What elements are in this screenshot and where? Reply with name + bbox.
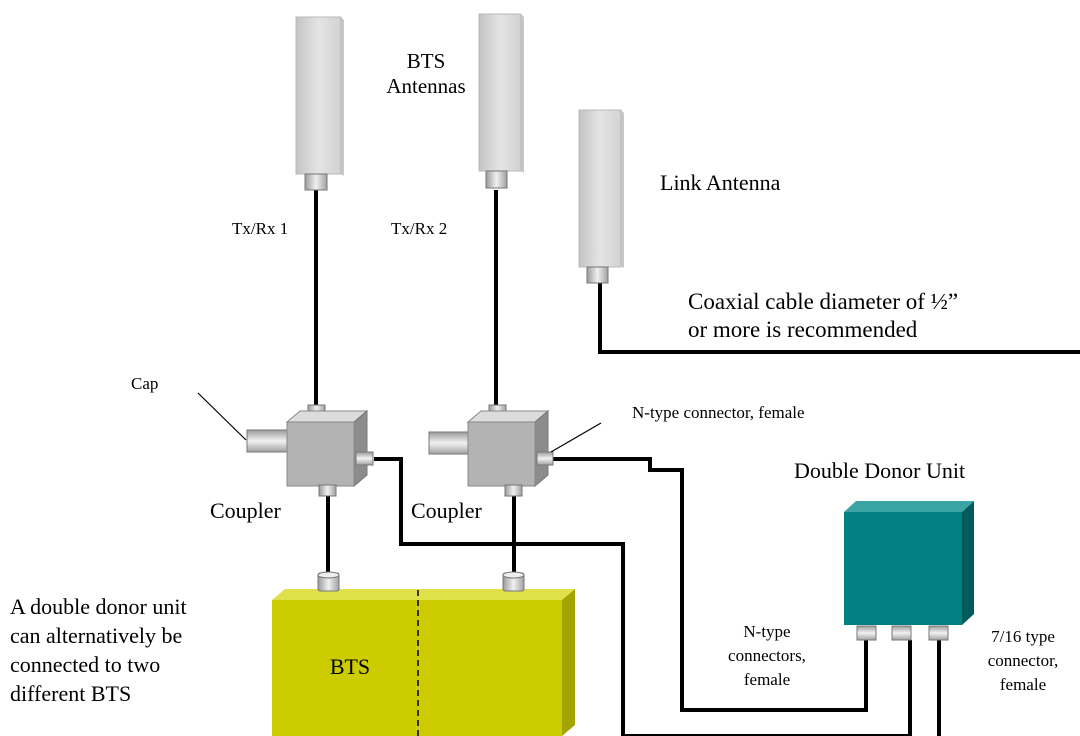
n-type-connectors-line: connectors, — [728, 646, 806, 665]
double-donor-unit — [844, 501, 974, 641]
txrx2-label: Tx/Rx 2 — [391, 219, 448, 238]
cable-link-antenna — [598, 283, 1080, 354]
bts-box — [272, 571, 575, 736]
coupler-2-label: Coupler — [411, 498, 482, 523]
link-antenna-label: Link Antenna — [660, 170, 781, 195]
n-type-connectors-line: N-type — [743, 622, 791, 641]
double-donor-unit-label: Double Donor Unit — [794, 458, 966, 483]
type-716-connector-line: female — [999, 675, 1047, 694]
n-type-connectors-line: female — [743, 670, 791, 689]
bts-antennas-label: BTS Antennas — [376, 49, 476, 99]
type-716-connector-label: 7/16 type connector, female — [968, 625, 1078, 697]
bts-connector-2 — [502, 571, 525, 592]
coax-note: Coaxial cable diameter of ½” or more is … — [688, 288, 958, 343]
bts-label: BTS — [329, 654, 371, 679]
alternative-note-line: can alternatively be — [10, 623, 183, 648]
coax-note-line: or more is recommended — [688, 316, 918, 342]
type-716-connector-line: 7/16 type — [991, 627, 1055, 646]
leader-lines — [197, 392, 602, 453]
n-type-leader — [550, 422, 602, 453]
n-type-connectors-label: N-type connectors, female — [712, 620, 822, 692]
coupler-1 — [246, 404, 374, 497]
bts-antennas-label-line: BTS — [406, 49, 446, 73]
alternative-note-line: connected to two — [10, 652, 161, 677]
bts-antenna-1 — [295, 16, 344, 191]
alternative-note-line: A double donor unit — [10, 594, 187, 619]
coupler-1-label: Coupler — [210, 498, 281, 523]
coax-note-line: Coaxial cable diameter of ½” — [688, 289, 959, 314]
cables — [314, 190, 1080, 736]
cable-coupler1-donor — [374, 457, 912, 736]
link-antenna — [578, 109, 624, 284]
cap-leader — [197, 392, 247, 441]
txrx1-label: Tx/Rx 1 — [232, 219, 289, 238]
n-type-connector-label: N-type connector, female — [632, 403, 805, 422]
type-716-connector-line: connector, — [987, 651, 1059, 670]
bts-connector-1 — [317, 571, 340, 592]
bts-antenna-2 — [478, 13, 524, 189]
cable-coupler2-donor — [550, 457, 868, 712]
cap-label: Cap — [131, 374, 159, 393]
bts-antennas-label-line: Antennas — [386, 74, 466, 99]
alternative-connection-note: A double donor unit can alternatively be… — [10, 592, 187, 708]
alternative-note-line: different BTS — [10, 681, 132, 706]
coupler-2 — [428, 404, 554, 497]
